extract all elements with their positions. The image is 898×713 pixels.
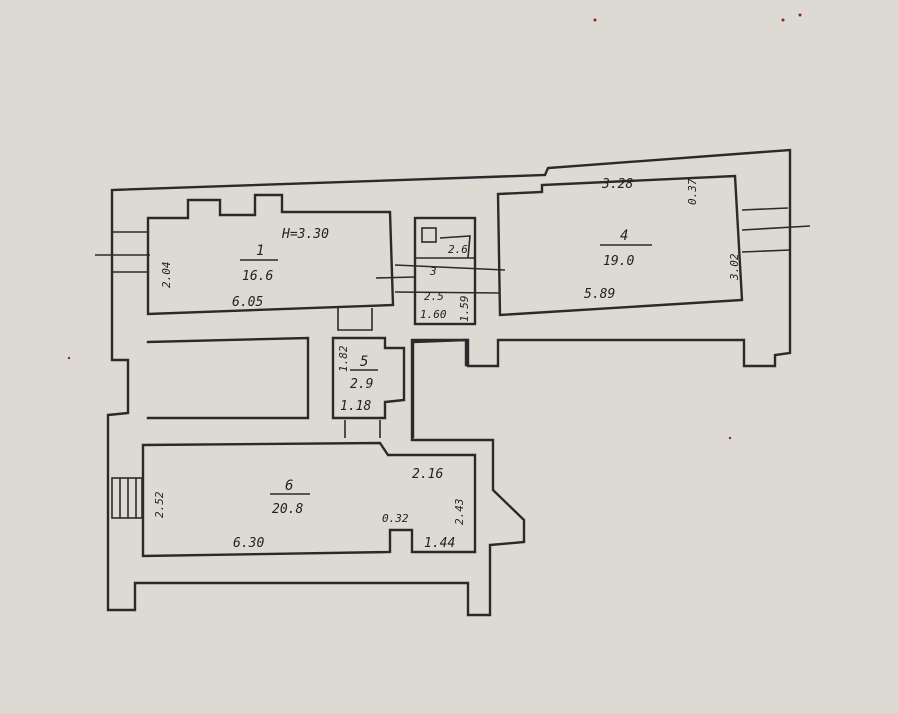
room-4-number: 4 <box>620 228 628 244</box>
room-1-dim-side: 2.04 <box>160 262 173 289</box>
room-5-number: 5 <box>360 354 368 370</box>
paper-speck <box>67 356 71 360</box>
room-3-fixture-2 <box>439 235 471 259</box>
room-4-dim-length: 5.89 <box>584 287 615 302</box>
room-1-number: 1 <box>256 243 264 259</box>
room-3-area: 2.5 <box>424 290 444 303</box>
middle-right-space <box>411 338 468 439</box>
room-5-dim-side: 1.82 <box>337 345 350 372</box>
corridor-walls <box>337 308 381 438</box>
room-5-area: 2.9 <box>350 377 373 392</box>
room-4-outline <box>496 174 744 317</box>
paper-speck <box>798 13 802 17</box>
room-3-fixture <box>421 227 437 243</box>
outer-wall <box>106 148 792 617</box>
room-6-number: 6 <box>285 478 293 494</box>
window-center <box>375 264 506 294</box>
room-4-area: 19.0 <box>603 254 634 269</box>
window-right-room-4 <box>741 207 811 253</box>
room-4-dim-side: 3.02 <box>728 253 741 281</box>
paper-speck <box>593 18 597 22</box>
room-3-dim-bottom: 1.60 <box>420 308 447 321</box>
room-4-dim-nook: 0.37 <box>686 178 699 205</box>
room-3-outline <box>413 216 477 326</box>
room-1-dim-height: H=3.30 <box>281 227 329 242</box>
room-3-dim-top: 2.6 <box>448 243 468 256</box>
room-6-dim-corner: 1.44 <box>424 536 455 551</box>
room-5-dim-bottom: 1.18 <box>340 399 371 414</box>
window-room-6 <box>111 477 143 519</box>
room-6-area: 20.8 <box>272 502 303 517</box>
room-6-dim-notch: 0.32 <box>382 512 409 525</box>
room-1-outline <box>146 193 395 316</box>
room-1-dim-length: 6.05 <box>232 295 263 310</box>
room-3-number: 3 <box>429 265 437 278</box>
room-1-area: 16.6 <box>242 269 273 284</box>
room-4-dim-top: 3.28 <box>601 177 633 192</box>
room-6-dim-right: 2.43 <box>453 499 466 526</box>
window-left-room-1 <box>95 231 150 273</box>
room-5-outline <box>331 336 406 420</box>
room-3-dim-side: 1.59 <box>458 296 471 323</box>
paper-speck <box>728 436 732 440</box>
room-6-dim-length: 6.30 <box>233 536 264 551</box>
corridor-left-space <box>146 336 310 420</box>
room-6-outline <box>141 441 477 558</box>
room-6-dim-top: 2.16 <box>412 467 443 482</box>
room-6-dim-left: 2.52 <box>153 491 166 518</box>
paper-speck <box>781 18 785 22</box>
